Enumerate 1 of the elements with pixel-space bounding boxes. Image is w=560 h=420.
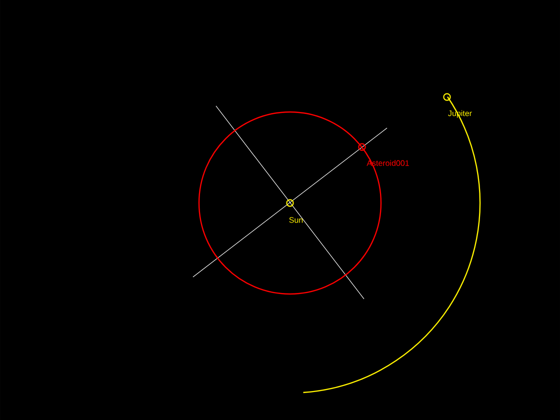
body-label: Sun [289,217,303,223]
